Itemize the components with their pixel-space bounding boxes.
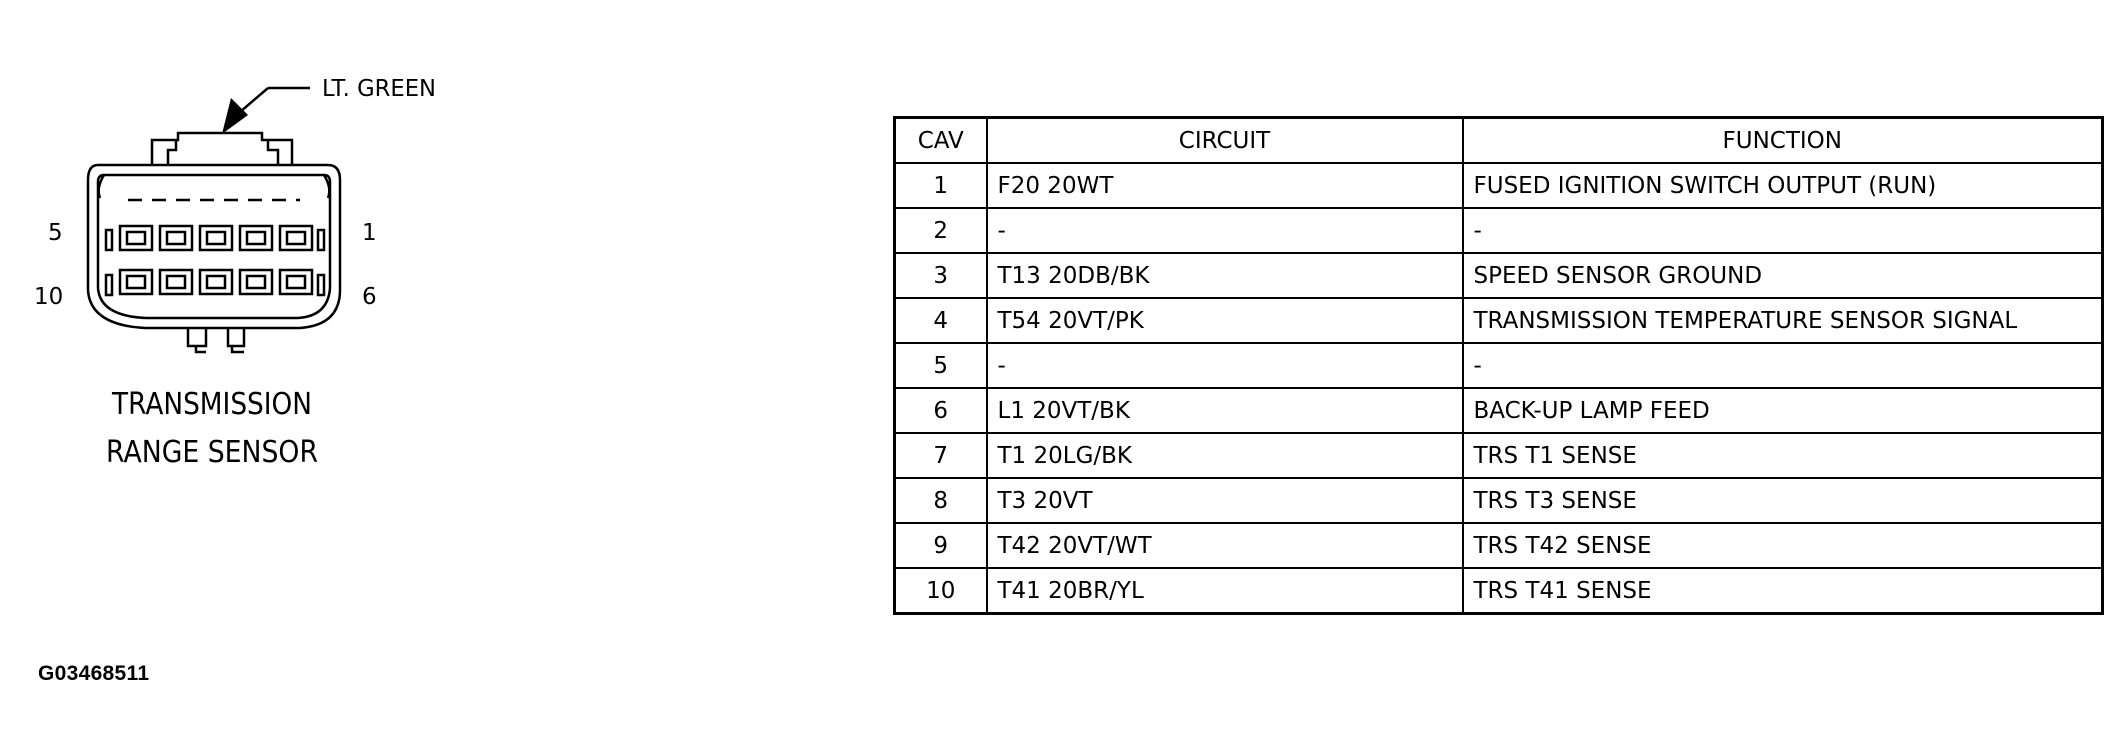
cavity-row-bottom bbox=[118, 268, 314, 296]
cell-cav: 3 bbox=[893, 252, 988, 299]
column-header-cav: CAV bbox=[893, 116, 988, 164]
cavity-row-top bbox=[118, 224, 314, 252]
cell-circuit: - bbox=[985, 342, 1464, 389]
cell-function: TRS T42 SENSE bbox=[1461, 522, 2104, 569]
cell-cav: 5 bbox=[893, 342, 988, 389]
cell-function: SPEED SENSOR GROUND bbox=[1461, 252, 2104, 299]
cell-circuit: L1 20VT/BK bbox=[985, 387, 1464, 434]
table-row: 2-- bbox=[893, 207, 2104, 254]
cell-function: TRS T41 SENSE bbox=[1461, 567, 2104, 615]
cell-circuit: - bbox=[985, 207, 1464, 254]
cell-circuit: T1 20LG/BK bbox=[985, 432, 1464, 479]
column-header-circuit: CIRCUIT bbox=[985, 116, 1464, 164]
arrow-head-icon bbox=[222, 98, 248, 134]
cell-function: BACK-UP LAMP FEED bbox=[1461, 387, 2104, 434]
cell-cav: 2 bbox=[893, 207, 988, 254]
cell-function: - bbox=[1461, 342, 2104, 389]
cell-cav: 7 bbox=[893, 432, 988, 479]
cell-cav: 9 bbox=[893, 522, 988, 569]
connector-body bbox=[86, 131, 342, 354]
cell-cav: 4 bbox=[893, 297, 988, 344]
cavity-grid bbox=[118, 224, 314, 296]
wire-color-callout bbox=[222, 86, 310, 134]
pin-label-top-left: 5 bbox=[48, 220, 63, 246]
cell-function: TRS T3 SENSE bbox=[1461, 477, 2104, 524]
table-header-row: CAV CIRCUIT FUNCTION bbox=[893, 116, 2104, 164]
cell-function: TRANSMISSION TEMPERATURE SENSOR SIGNAL bbox=[1461, 297, 2104, 344]
cell-cav: 6 bbox=[893, 387, 988, 434]
cell-circuit: T41 20BR/YL bbox=[985, 567, 1464, 615]
cell-circuit: T42 20VT/WT bbox=[985, 522, 1464, 569]
cell-function: FUSED IGNITION SWITCH OUTPUT (RUN) bbox=[1461, 162, 2104, 209]
cell-circuit: T54 20VT/PK bbox=[985, 297, 1464, 344]
connector-name-line1: TRANSMISSION bbox=[111, 387, 312, 422]
pin-label-top-right: 1 bbox=[362, 220, 377, 246]
cell-circuit: T3 20VT bbox=[985, 477, 1464, 524]
column-header-function: FUNCTION bbox=[1461, 116, 2104, 164]
table-row: 5-- bbox=[893, 342, 2104, 389]
pin-label-bottom-left: 10 bbox=[34, 284, 63, 310]
wire-color-label: LT. GREEN bbox=[322, 76, 436, 102]
cell-cav: 8 bbox=[893, 477, 988, 524]
connector-name-line2: RANGE SENSOR bbox=[106, 435, 318, 470]
cell-circuit: F20 20WT bbox=[985, 162, 1464, 209]
pin-label-bottom-right: 6 bbox=[362, 284, 377, 310]
cell-function: - bbox=[1461, 207, 2104, 254]
cell-function: TRS T1 SENSE bbox=[1461, 432, 2104, 479]
cell-cav: 10 bbox=[893, 567, 988, 615]
cell-circuit: T13 20DB/BK bbox=[985, 252, 1464, 299]
figure-id: G03468511 bbox=[38, 662, 150, 685]
cell-cav: 1 bbox=[893, 162, 988, 209]
